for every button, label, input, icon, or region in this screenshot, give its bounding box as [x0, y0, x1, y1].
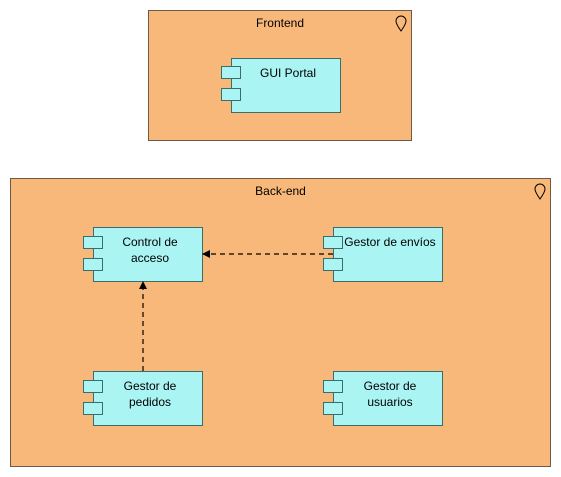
component-icon [83, 236, 103, 249]
control-acceso-label: Control de acceso [122, 235, 178, 265]
component-icon [323, 236, 343, 249]
gestor-pedidos-label: Gestor de pedidos [123, 379, 177, 409]
backend-title: Back-end [255, 184, 306, 198]
gestor-usuarios-label: Gestor de usuarios [363, 379, 417, 409]
gui-portal-component[interactable]: GUI Portal [221, 58, 341, 113]
component-icon [323, 380, 343, 393]
gestor-pedidos-component[interactable]: Gestor de pedidos [83, 371, 203, 426]
control-acceso-component[interactable]: Control de acceso [83, 227, 203, 282]
component-icon [323, 402, 343, 415]
component-icon [221, 66, 241, 79]
component-icon [83, 402, 103, 415]
gestor-usuarios-component[interactable]: Gestor de usuarios [323, 371, 443, 426]
gui-portal-label: GUI Portal [259, 66, 316, 80]
location-pin-icon [534, 183, 546, 200]
gestor-envios-label: Gestor de envíos [344, 235, 436, 249]
component-icon [83, 258, 103, 271]
component-icon [83, 380, 103, 393]
location-pin-icon [395, 15, 407, 32]
frontend-title: Frontend [255, 16, 305, 30]
backend-location[interactable]: Back-end Control de acceso Gestor de env… [10, 178, 551, 467]
component-icon [221, 88, 241, 101]
frontend-location[interactable]: Frontend GUI Portal [148, 10, 412, 141]
component-icon [323, 258, 343, 271]
gestor-envios-component[interactable]: Gestor de envíos [323, 227, 443, 282]
